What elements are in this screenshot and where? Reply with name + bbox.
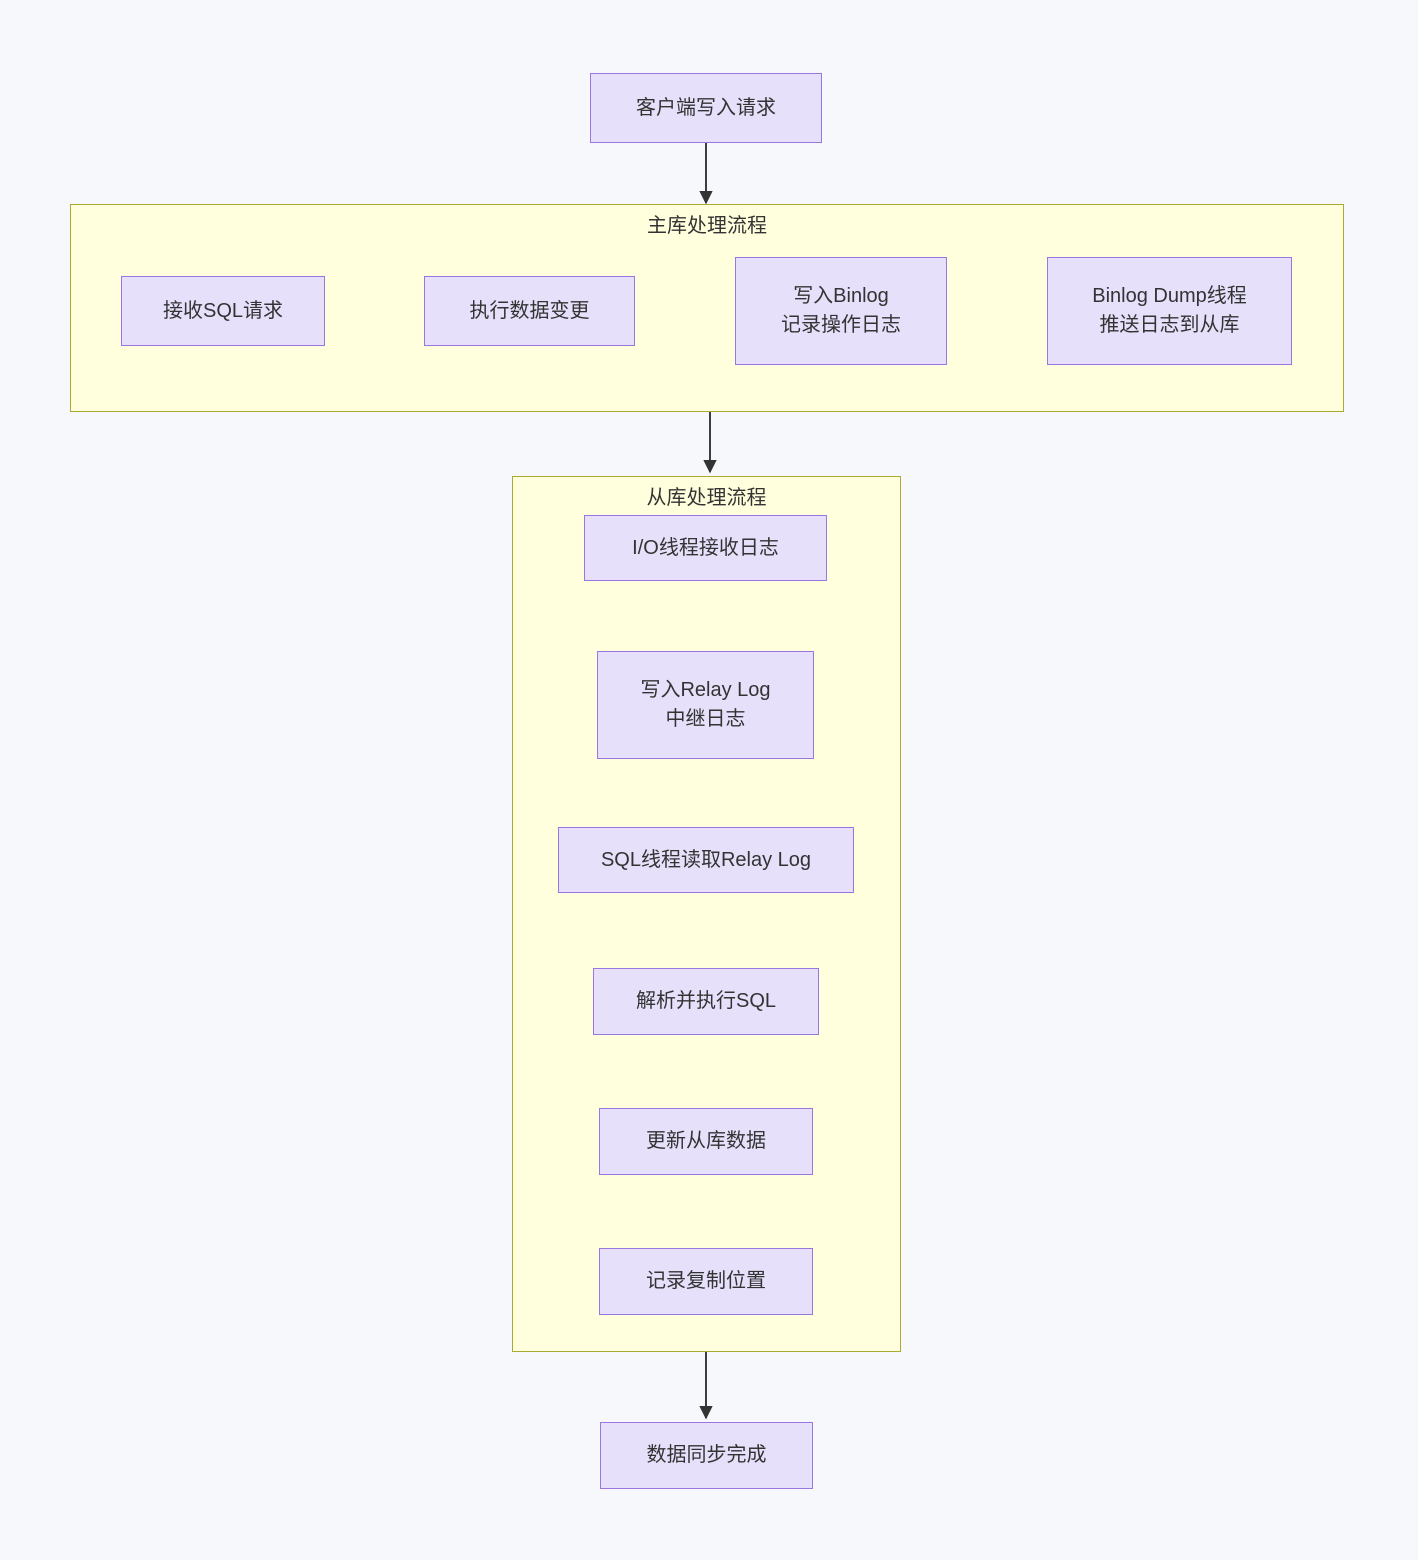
node-label: 数据同步完成 [646, 1444, 767, 1466]
node-label: 解析并执行SQL [635, 990, 777, 1012]
node-write-binlog[interactable]: 写入Binlog 记录操作日志 [735, 257, 947, 365]
node-client-write[interactable]: 客户端写入请求 [590, 73, 822, 143]
node-write-relay-log[interactable]: 写入Relay Log 中继日志 [597, 651, 814, 759]
node-label: 记录复制位置 [646, 1270, 766, 1292]
node-sync-complete[interactable]: 数据同步完成 [600, 1422, 813, 1489]
node-receive-sql[interactable]: 接收SQL请求 [121, 276, 325, 346]
node-label: 客户端写入请求 [636, 96, 776, 119]
node-execute-change[interactable]: 执行数据变更 [424, 276, 635, 346]
node-label: 更新从库数据 [646, 1130, 766, 1152]
node-label: SQL线程读取Relay Log [600, 848, 812, 871]
node-label: 写入Relay Log 中继日志 [640, 679, 771, 730]
node-label: I/O线程接收日志 [632, 536, 779, 559]
node-sql-thread-read[interactable]: SQL线程读取Relay Log [558, 827, 854, 893]
subgraph-slave[interactable]: 从库处理流程 [512, 476, 901, 1352]
node-update-slave-data[interactable]: 更新从库数据 [599, 1108, 813, 1175]
node-binlog-dump[interactable]: Binlog Dump线程 推送日志到从库 [1047, 257, 1292, 365]
node-record-position[interactable]: 记录复制位置 [599, 1248, 813, 1315]
subgraph-master-label: 主库处理流程 [647, 215, 767, 237]
node-parse-execute-sql[interactable]: 解析并执行SQL [593, 968, 819, 1035]
node-label: 执行数据变更 [469, 299, 590, 322]
subgraph-slave-label: 从库处理流程 [646, 487, 767, 509]
node-io-thread[interactable]: I/O线程接收日志 [584, 515, 827, 581]
node-label: 写入Binlog 记录操作日志 [781, 285, 901, 336]
node-label: Binlog Dump线程 推送日志到从库 [1092, 285, 1247, 336]
node-label: 接收SQL请求 [162, 299, 284, 322]
